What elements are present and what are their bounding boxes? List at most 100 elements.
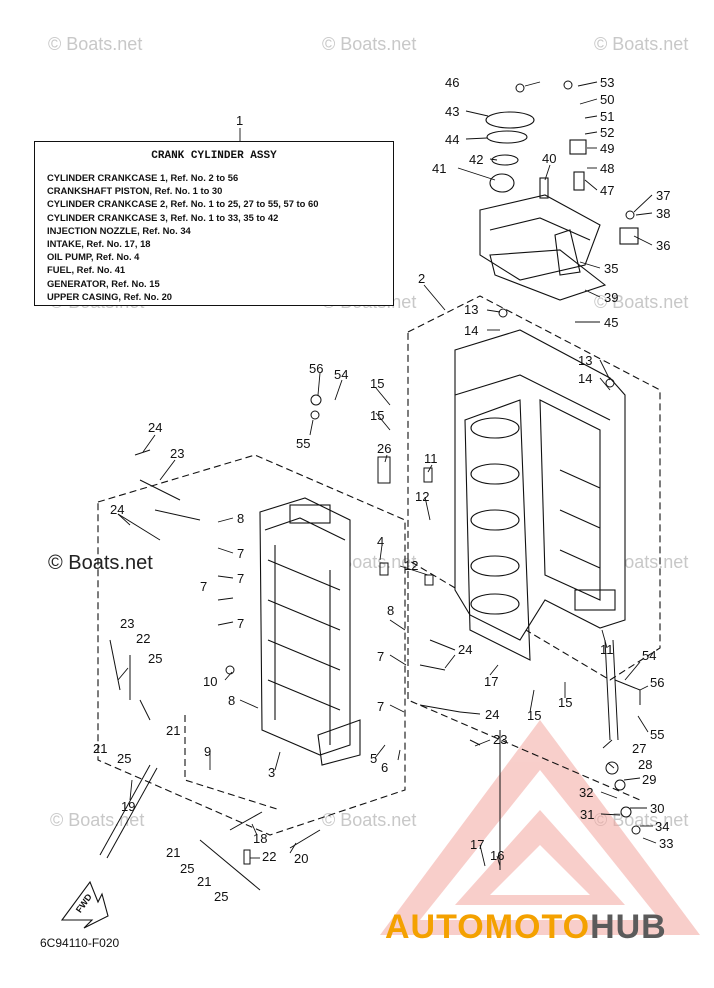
callout-13: 13 bbox=[578, 353, 593, 368]
callout-15: 15 bbox=[558, 695, 573, 710]
callout-45: 45 bbox=[604, 315, 619, 330]
callout-54: 54 bbox=[334, 367, 349, 382]
callout-19: 19 bbox=[121, 799, 136, 814]
callout-27: 27 bbox=[632, 741, 647, 756]
callout-7: 7 bbox=[377, 649, 385, 664]
callout-17: 17 bbox=[484, 674, 499, 689]
callout-7: 7 bbox=[377, 699, 385, 714]
callout-8: 8 bbox=[237, 511, 245, 526]
callout-24: 24 bbox=[485, 707, 500, 722]
watermark: © Boats.net bbox=[594, 292, 689, 312]
legend-line: FUEL, Ref. No. 41 bbox=[47, 264, 126, 276]
callout-23: 23 bbox=[170, 446, 185, 461]
brand-logo: AUTOMOTOHUB bbox=[385, 908, 667, 947]
callout-24: 24 bbox=[148, 420, 163, 435]
callout-33: 33 bbox=[659, 836, 674, 851]
legend-lines: CYLINDER CRANKCASE 1, Ref. No. 2 to 56 C… bbox=[47, 171, 318, 303]
callout-29: 29 bbox=[642, 772, 657, 787]
leader-lines bbox=[117, 81, 657, 867]
callout-14: 14 bbox=[464, 323, 479, 338]
callout-55: 55 bbox=[650, 727, 665, 742]
callout-21: 21 bbox=[93, 741, 108, 756]
callout-25: 25 bbox=[148, 651, 163, 666]
fwd-arrow-icon bbox=[60, 880, 109, 929]
crankcase-block bbox=[454, 329, 626, 661]
callout-26: 26 bbox=[377, 441, 392, 456]
callout-48: 48 bbox=[600, 161, 615, 176]
callout-20: 20 bbox=[294, 851, 309, 866]
watermark: © Boats.net bbox=[48, 34, 143, 54]
legend-line: CRANKSHAFT PISTON, Ref. No. 1 to 30 bbox=[47, 185, 223, 197]
callout-11: 11 bbox=[600, 642, 614, 657]
callout-18: 18 bbox=[253, 831, 268, 846]
callout-7: 7 bbox=[237, 571, 245, 586]
legend-line: CYLINDER CRANKCASE 3, Ref. No. 1 to 33, … bbox=[47, 211, 279, 223]
callout-21: 21 bbox=[166, 845, 181, 860]
legend-line: GENERATOR, Ref. No. 15 bbox=[47, 277, 160, 289]
brand-logo-mark bbox=[380, 720, 700, 935]
callout-43: 43 bbox=[445, 104, 460, 119]
callout-1: 1 bbox=[236, 113, 244, 128]
diagram-code: 6C94110-F020 bbox=[40, 936, 120, 950]
callout-28: 28 bbox=[638, 757, 653, 772]
callout-36: 36 bbox=[656, 238, 671, 253]
brand-part-1: AUTOMOTO bbox=[385, 908, 591, 946]
callout-22: 22 bbox=[136, 631, 151, 646]
legend-line: CYLINDER CRANKCASE 2, Ref. No. 1 to 25, … bbox=[47, 198, 319, 210]
callout-50: 50 bbox=[600, 92, 615, 107]
callout-2: 2 bbox=[418, 271, 426, 286]
callout-24: 24 bbox=[110, 502, 125, 517]
callout-16: 16 bbox=[490, 848, 505, 863]
watermark: © Boats.net bbox=[322, 810, 417, 830]
callout-32: 32 bbox=[579, 785, 594, 800]
callout-38: 38 bbox=[656, 206, 671, 221]
callout-7: 7 bbox=[200, 579, 208, 594]
callout-7: 7 bbox=[237, 616, 245, 631]
callout-35: 35 bbox=[604, 261, 619, 276]
callout-22: 22 bbox=[262, 849, 277, 864]
crankcase-outline bbox=[407, 295, 661, 801]
callout-12: 12 bbox=[415, 489, 430, 504]
watermark: © Boats.net bbox=[50, 810, 145, 830]
callout-3: 3 bbox=[268, 765, 276, 780]
callout-54: 54 bbox=[642, 648, 657, 663]
callout-5: 5 bbox=[370, 751, 378, 766]
callout-51: 51 bbox=[600, 109, 615, 124]
callout-25: 25 bbox=[117, 751, 132, 766]
callout-37: 37 bbox=[656, 188, 671, 203]
legend-line: CYLINDER CRANKCASE 1, Ref. No. 2 to 56 bbox=[47, 172, 239, 183]
callout-42: 42 bbox=[469, 152, 484, 167]
top-cover-assembly bbox=[479, 111, 639, 301]
callout-10: 10 bbox=[203, 674, 218, 689]
callout-24: 24 bbox=[458, 642, 473, 657]
callout-41: 41 bbox=[432, 161, 447, 176]
callout-56: 56 bbox=[309, 361, 324, 376]
callout-23: 23 bbox=[120, 616, 135, 631]
callout-46: 46 bbox=[445, 75, 460, 90]
callout-31: 31 bbox=[580, 807, 595, 822]
callout-40: 40 bbox=[542, 151, 557, 166]
callout-14: 14 bbox=[578, 371, 593, 386]
callout-47: 47 bbox=[600, 183, 615, 198]
callout-12: 12 bbox=[404, 558, 419, 573]
legend-title: CRANK CYLINDER ASSY bbox=[151, 150, 277, 162]
callout-11: 11 bbox=[424, 451, 438, 466]
callout-52: 52 bbox=[600, 125, 615, 140]
callout-9: 9 bbox=[204, 744, 212, 759]
callout-56: 56 bbox=[650, 675, 665, 690]
callout-15: 15 bbox=[527, 708, 542, 723]
watermark: © Boats.net bbox=[594, 34, 689, 54]
callout-30: 30 bbox=[650, 801, 665, 816]
legend-line: OIL PUMP, Ref. No. 4 bbox=[47, 251, 140, 263]
legend-line: INJECTION NOZZLE, Ref. No. 34 bbox=[47, 224, 191, 236]
callout-17: 17 bbox=[470, 837, 485, 852]
callout-21: 21 bbox=[197, 874, 212, 889]
callout-44: 44 bbox=[445, 132, 460, 147]
brand-part-2: HUB bbox=[590, 908, 667, 946]
callout-8: 8 bbox=[228, 693, 236, 708]
callout-7: 7 bbox=[237, 546, 245, 561]
callout-25: 25 bbox=[180, 861, 195, 876]
cylinder-block bbox=[259, 497, 361, 766]
